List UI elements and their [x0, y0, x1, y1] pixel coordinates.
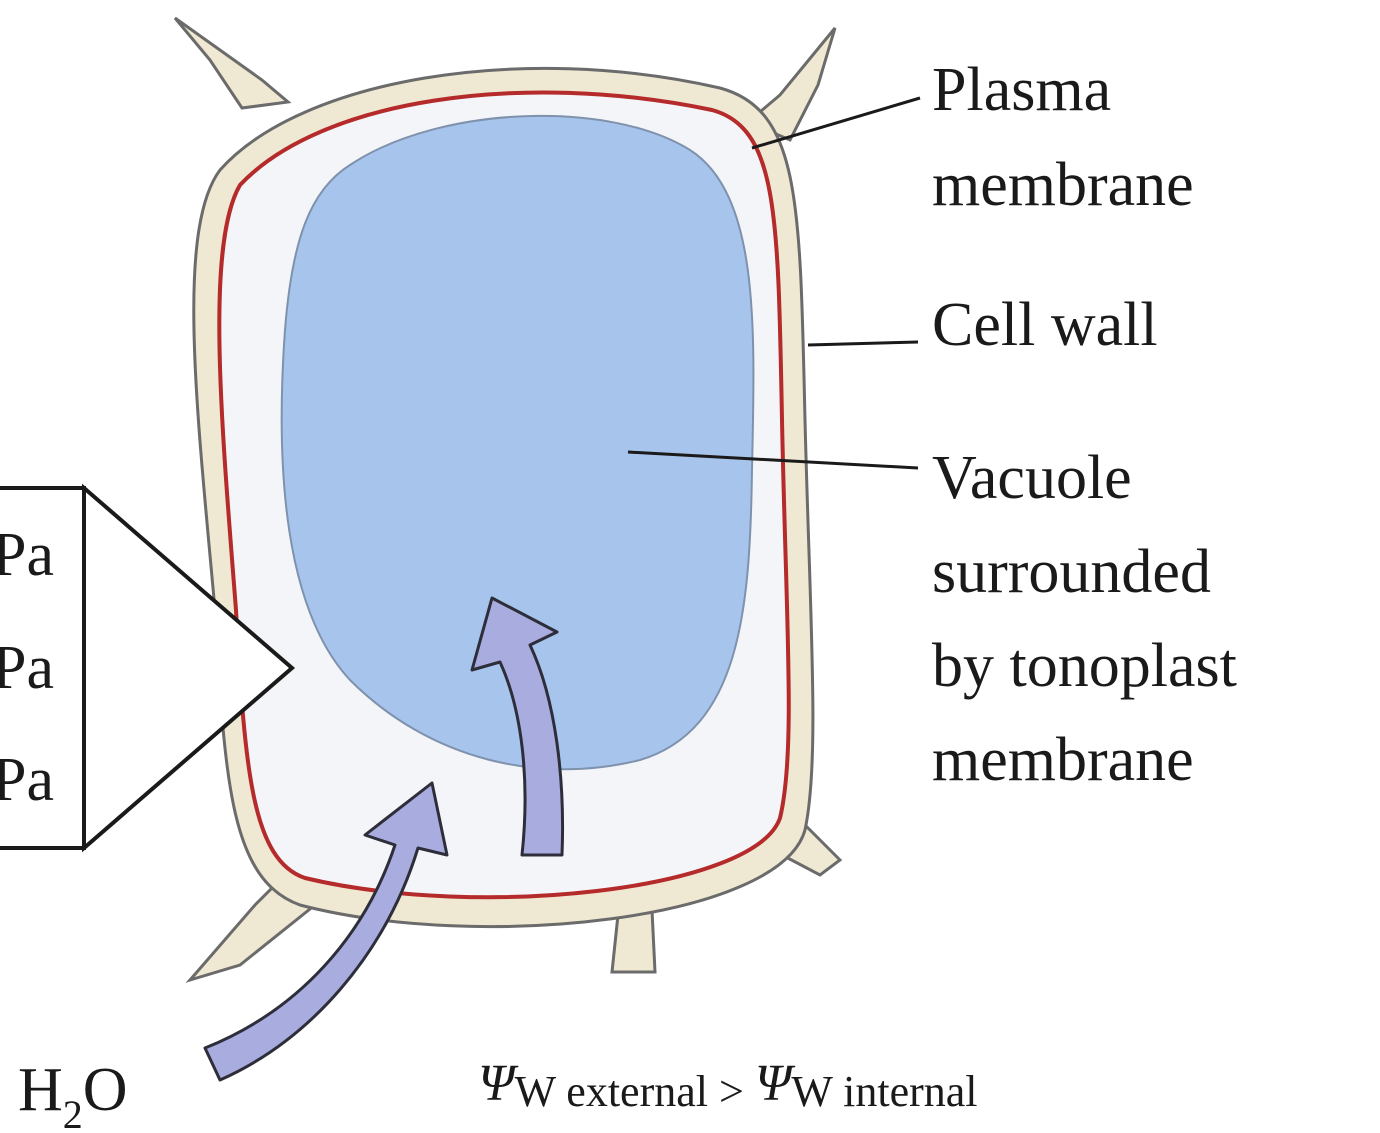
pa-label-3: Pa — [0, 746, 54, 814]
water-label: H2O — [18, 1056, 128, 1133]
pa-label-2: Pa — [0, 634, 54, 702]
comparison-sign: > — [708, 1067, 755, 1116]
label-plasma-membrane-line1: Plasma — [932, 56, 1111, 124]
wall-extension-top-left — [175, 18, 288, 108]
water-label-subscript: 2 — [63, 1092, 83, 1133]
label-cell-wall: Cell wall — [932, 291, 1158, 359]
psi-subscript-external: W external — [515, 1067, 708, 1116]
water-label-end: O — [83, 1056, 128, 1124]
label-plasma-membrane-line2: membrane — [932, 151, 1194, 219]
label-vacuole-line4: membrane — [932, 726, 1194, 794]
label-vacuole-line2: surrounded — [932, 538, 1211, 606]
water-label-main: H — [18, 1056, 63, 1124]
water-potential-equation: ΨW external > ΨW internal — [478, 1055, 978, 1116]
leader-line-cell-wall — [808, 342, 918, 345]
psi-symbol-internal: Ψ — [755, 1055, 796, 1112]
pa-label-1: Pa — [0, 521, 54, 589]
psi-subscript-internal: W internal — [791, 1067, 977, 1116]
label-vacuole-line1: Vacuole — [932, 444, 1132, 512]
psi-symbol-external: Ψ — [478, 1055, 519, 1112]
label-vacuole-line3: by tonoplast — [932, 632, 1237, 700]
